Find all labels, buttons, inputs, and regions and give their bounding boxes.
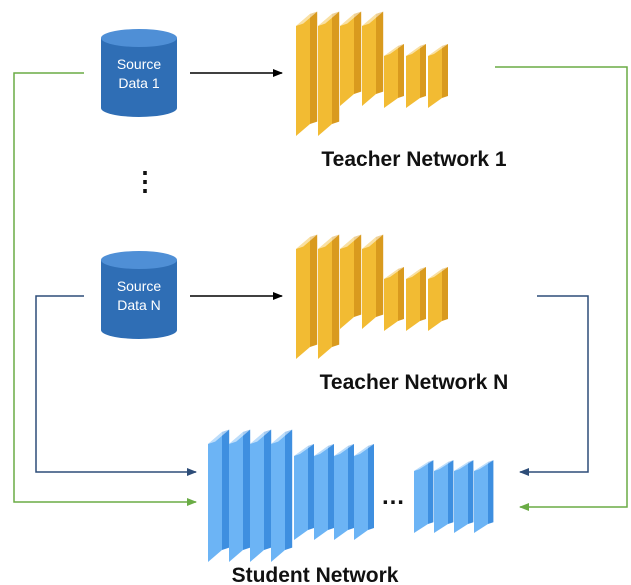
teacher1-layer-5 xyxy=(384,44,404,108)
student-layer-11 xyxy=(454,460,474,533)
green-connector-teacher1-to-student xyxy=(495,66,628,511)
source-data-1-label-line1: Source xyxy=(117,56,162,72)
teacher-network-n-layers xyxy=(296,234,448,359)
student-layer-8 xyxy=(354,444,374,540)
student-layer-5 xyxy=(294,444,314,540)
teacher-network-1-layers xyxy=(296,11,448,136)
student-layer-2 xyxy=(229,429,251,562)
vertical-ellipsis: ⋮ xyxy=(132,166,158,196)
source-data-1-database-icon: Source Data 1 xyxy=(101,29,177,117)
connectors xyxy=(13,66,628,511)
teacher1-layer-6 xyxy=(406,44,426,108)
source-data-n-label-line2: Data N xyxy=(117,297,161,313)
student-layer-7 xyxy=(334,444,354,540)
teacherN-layer-6 xyxy=(406,267,426,331)
student-layer-6 xyxy=(314,444,334,540)
student-layer-1 xyxy=(208,429,230,562)
teacher1-layer-1 xyxy=(296,11,318,136)
teacher1-layer-7 xyxy=(428,44,448,108)
blue-connector-teacherN-to-student xyxy=(519,295,589,476)
source-data-n-database-icon: Source Data N xyxy=(101,251,177,339)
blue-connector-sourceN-to-student xyxy=(35,295,197,476)
student-network-title: Student Network xyxy=(232,564,399,585)
student-layer-10 xyxy=(434,460,454,533)
student-layer-3 xyxy=(250,429,272,562)
teacher1-layer-2 xyxy=(318,11,340,136)
teacherN-layer-1 xyxy=(296,234,318,359)
teacher1-layer-3 xyxy=(340,11,362,106)
student-layer-4 xyxy=(271,429,293,562)
student-network-ellipsis: … xyxy=(381,483,405,510)
student-layer-9 xyxy=(414,460,434,533)
teacherN-layer-5 xyxy=(384,267,404,331)
teacherN-layer-4 xyxy=(362,234,384,329)
teacher-network-1-title: Teacher Network 1 xyxy=(321,148,507,171)
teacherN-layer-7 xyxy=(428,267,448,331)
student-layer-12 xyxy=(474,460,494,533)
source-data-n-label-line1: Source xyxy=(117,278,162,294)
source-data-1-label-line2: Data 1 xyxy=(118,75,159,91)
teacher-network-n-title: Teacher Network N xyxy=(320,371,509,394)
student-network-layers xyxy=(208,429,494,562)
teacherN-layer-3 xyxy=(340,234,362,329)
teacher1-layer-4 xyxy=(362,11,384,106)
green-connector-source1-to-student xyxy=(13,72,197,506)
teacherN-layer-2 xyxy=(318,234,340,359)
